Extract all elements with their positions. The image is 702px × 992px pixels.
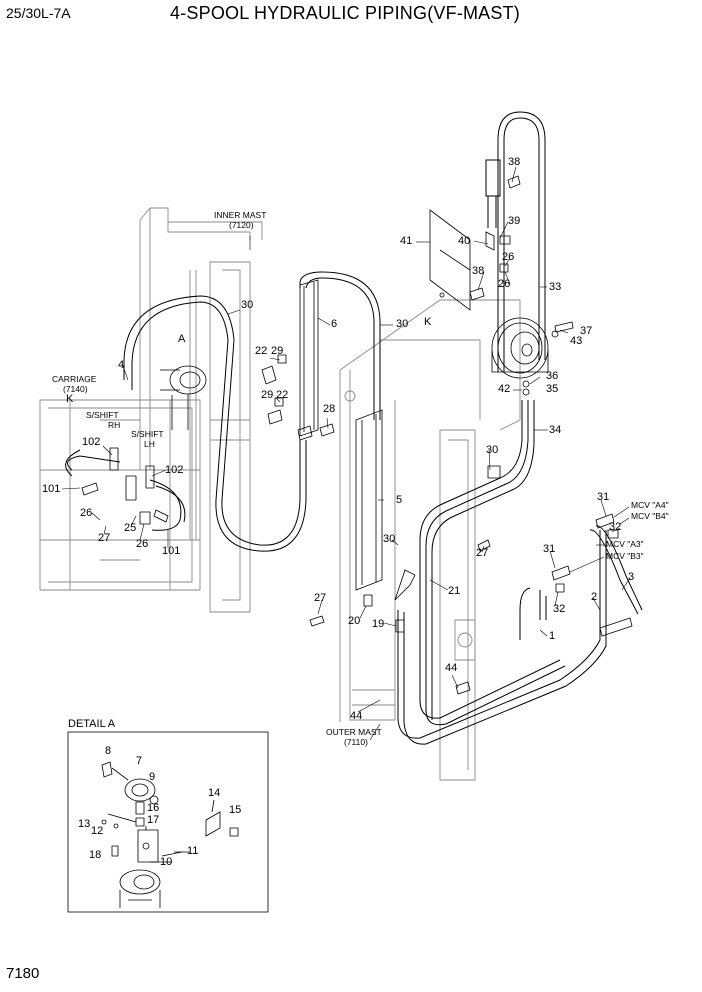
callout-27: 27 bbox=[314, 592, 327, 604]
callout-5: 5 bbox=[396, 494, 403, 506]
callout-101: 101 bbox=[162, 545, 181, 557]
outer-mast-outline bbox=[339, 299, 521, 781]
callout-15: 15 bbox=[229, 804, 242, 816]
callout-31: 31 bbox=[543, 543, 556, 555]
callout-7: 7 bbox=[136, 755, 143, 767]
sshift-lh-label-2: LH bbox=[144, 439, 155, 449]
callout-32: 32 bbox=[553, 603, 566, 615]
callout-102: 102 bbox=[165, 464, 184, 476]
callout-28: 28 bbox=[323, 403, 336, 415]
callout-26: 26 bbox=[136, 538, 149, 550]
callout-38: 38 bbox=[508, 156, 521, 168]
callout-40: 40 bbox=[458, 235, 471, 247]
callout-29: 29 bbox=[271, 345, 284, 357]
leader-lines bbox=[61, 166, 631, 741]
callout-44: 44 bbox=[350, 710, 363, 722]
mcv-b3-label: MCV "B3" bbox=[606, 551, 644, 561]
hydraulic-hoses bbox=[65, 111, 643, 745]
callout-27: 27 bbox=[98, 532, 111, 544]
carriage-view-k: K bbox=[66, 393, 74, 405]
callout-10: 10 bbox=[160, 856, 173, 868]
callout-30: 30 bbox=[383, 533, 396, 545]
mcv-a4-label: MCV "A4" bbox=[631, 500, 669, 510]
callout-31: 31 bbox=[597, 491, 610, 503]
callout-36: 36 bbox=[546, 370, 559, 382]
callout-3: 3 bbox=[628, 571, 635, 583]
sshift-lh-label-1: S/SHIFT bbox=[131, 429, 164, 439]
detail-a-parts bbox=[101, 761, 239, 908]
callout-30: 30 bbox=[486, 444, 499, 456]
carriage-outline bbox=[39, 399, 201, 591]
callout-29: 29 bbox=[261, 389, 274, 401]
callout-38: 38 bbox=[472, 265, 485, 277]
callout-32: 32 bbox=[609, 521, 622, 533]
page-number: 7180 bbox=[6, 965, 40, 982]
inner-mast-code: (7120) bbox=[229, 220, 254, 230]
detail-a-frame bbox=[67, 731, 269, 913]
outer-mast-label: OUTER MAST bbox=[326, 727, 382, 737]
callout-26: 26 bbox=[498, 278, 511, 290]
callout-13: 13 bbox=[78, 818, 91, 830]
callout-33: 33 bbox=[549, 281, 562, 293]
fittings bbox=[81, 175, 633, 695]
callout-101: 101 bbox=[42, 483, 61, 495]
callout-8: 8 bbox=[105, 745, 112, 757]
detail-a-title: DETAIL A bbox=[68, 718, 116, 730]
callout-16: 16 bbox=[147, 802, 160, 814]
callout-9: 9 bbox=[149, 771, 156, 783]
callout-19: 19 bbox=[372, 618, 385, 630]
sshift-rh-label-1: S/SHIFT bbox=[86, 410, 119, 420]
mcv-a3-label: MCV "A3" bbox=[606, 539, 644, 549]
callout-14: 14 bbox=[208, 787, 221, 799]
callout-22: 22 bbox=[276, 389, 289, 401]
callout-6: 6 bbox=[331, 318, 338, 330]
view-a-fitting bbox=[160, 365, 207, 430]
sshift-rh-label-2: RH bbox=[108, 420, 121, 430]
callout-39: 39 bbox=[508, 215, 521, 227]
callout-27: 27 bbox=[476, 547, 489, 559]
callout-35: 35 bbox=[546, 383, 559, 395]
callout-42: 42 bbox=[498, 383, 511, 395]
callout-11: 11 bbox=[187, 845, 199, 857]
callout-17: 17 bbox=[147, 814, 160, 826]
callout-43: 43 bbox=[570, 335, 583, 347]
callout-34: 34 bbox=[549, 424, 562, 436]
callout-18: 18 bbox=[89, 849, 102, 861]
callout-20: 20 bbox=[348, 615, 361, 627]
callout-25: 25 bbox=[124, 522, 137, 534]
carriage-code: (7140) bbox=[63, 384, 88, 394]
callout-41: 41 bbox=[400, 235, 413, 247]
callout-1: 1 bbox=[549, 630, 556, 642]
outer-mast-code: (7110) bbox=[344, 737, 368, 747]
callout-30: 30 bbox=[241, 299, 254, 311]
inner-mast-label: INNER MAST bbox=[214, 210, 267, 220]
callout-37: 37 bbox=[580, 325, 593, 337]
page-title: 4-SPOOL HYDRAULIC PIPING(VF-MAST) bbox=[170, 3, 520, 23]
lift-cylinder bbox=[299, 279, 383, 591]
mcv-b4-label: MCV "B4" bbox=[631, 511, 669, 521]
carriage-label: CARRIAGE bbox=[52, 374, 97, 384]
callout-22: 22 bbox=[255, 345, 268, 357]
bracket-41 bbox=[429, 209, 471, 311]
view-k-label: K bbox=[424, 316, 432, 328]
callout-30: 30 bbox=[396, 318, 409, 330]
callout-26: 26 bbox=[502, 251, 515, 263]
view-a-label: A bbox=[178, 333, 186, 345]
callout-26: 26 bbox=[80, 507, 93, 519]
callout-102: 102 bbox=[82, 436, 101, 448]
inner-mast-outline bbox=[139, 207, 263, 613]
model-number: 25/30L-7A bbox=[6, 5, 71, 21]
callout-2: 2 bbox=[591, 591, 598, 603]
callout-4: 4 bbox=[118, 359, 125, 371]
callout-21: 21 bbox=[448, 585, 461, 597]
callout-44: 44 bbox=[445, 662, 458, 674]
callout-12: 12 bbox=[91, 825, 104, 837]
